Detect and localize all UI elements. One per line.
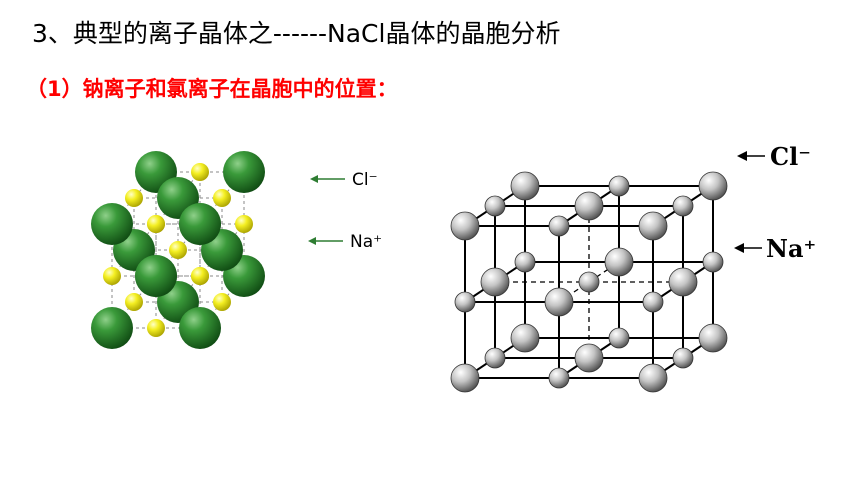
na-ion	[608, 175, 630, 197]
right-na-pointer	[734, 243, 762, 253]
na-ion	[147, 319, 165, 337]
right-lattice-lines	[464, 185, 714, 379]
na-ion	[672, 347, 694, 369]
na-ion	[147, 215, 165, 233]
cl-ion	[604, 247, 634, 277]
cl-ion	[91, 307, 133, 349]
cl-ion	[510, 171, 540, 201]
cl-ion	[135, 255, 177, 297]
cl-ion	[574, 191, 604, 221]
slide-title: 3、典型的离子晶体之------NaCl晶体的晶胞分析	[32, 19, 561, 48]
cl-ion	[179, 203, 221, 245]
na-ion	[169, 241, 187, 259]
cl-ion	[638, 363, 668, 393]
right-ions	[450, 171, 728, 393]
na-ion	[548, 367, 570, 389]
na-ion	[672, 195, 694, 217]
cl-ion	[638, 211, 668, 241]
slide-subtitle: （1）钠离子和氯离子在晶胞中的位置：	[26, 77, 398, 101]
na-ion	[191, 163, 209, 181]
na-ion	[578, 271, 600, 293]
na-ion	[484, 195, 506, 217]
cl-ion	[223, 151, 265, 193]
lattice-edge	[155, 275, 201, 329]
na-ion	[125, 293, 143, 311]
left-ions	[91, 151, 265, 349]
na-ion	[484, 347, 506, 369]
na-ion	[103, 267, 121, 285]
na-ion	[235, 215, 253, 233]
right-cl-pointer	[737, 151, 765, 161]
cl-ion	[698, 171, 728, 201]
right-cl-label: Cl⁻	[770, 142, 811, 171]
na-ion	[608, 327, 630, 349]
left-crystal-model	[91, 151, 265, 349]
na-ion	[642, 291, 664, 313]
cl-ion	[450, 363, 480, 393]
lattice-edge	[199, 223, 245, 277]
cl-ion	[91, 203, 133, 245]
cl-ion	[179, 307, 221, 349]
na-ion	[191, 267, 209, 285]
left-na-pointer	[308, 237, 343, 245]
na-ion	[548, 215, 570, 237]
na-ion	[702, 251, 724, 273]
lattice-edge	[155, 171, 201, 225]
cl-ion	[480, 267, 510, 297]
cl-ion	[574, 343, 604, 373]
na-ion	[213, 189, 231, 207]
left-cl-pointer	[310, 175, 345, 183]
cl-ion	[668, 267, 698, 297]
left-na-label: Na⁺	[350, 232, 382, 252]
na-ion	[213, 293, 231, 311]
right-crystal-model	[450, 171, 728, 393]
na-ion	[454, 291, 476, 313]
na-ion	[514, 251, 536, 273]
na-ion	[125, 189, 143, 207]
cl-ion	[544, 287, 574, 317]
cl-ion	[510, 323, 540, 353]
right-na-label: Na⁺	[766, 234, 816, 263]
lattice-edge	[111, 223, 157, 277]
cl-ion	[698, 323, 728, 353]
left-cl-label: Cl⁻	[352, 170, 378, 190]
cl-ion	[450, 211, 480, 241]
